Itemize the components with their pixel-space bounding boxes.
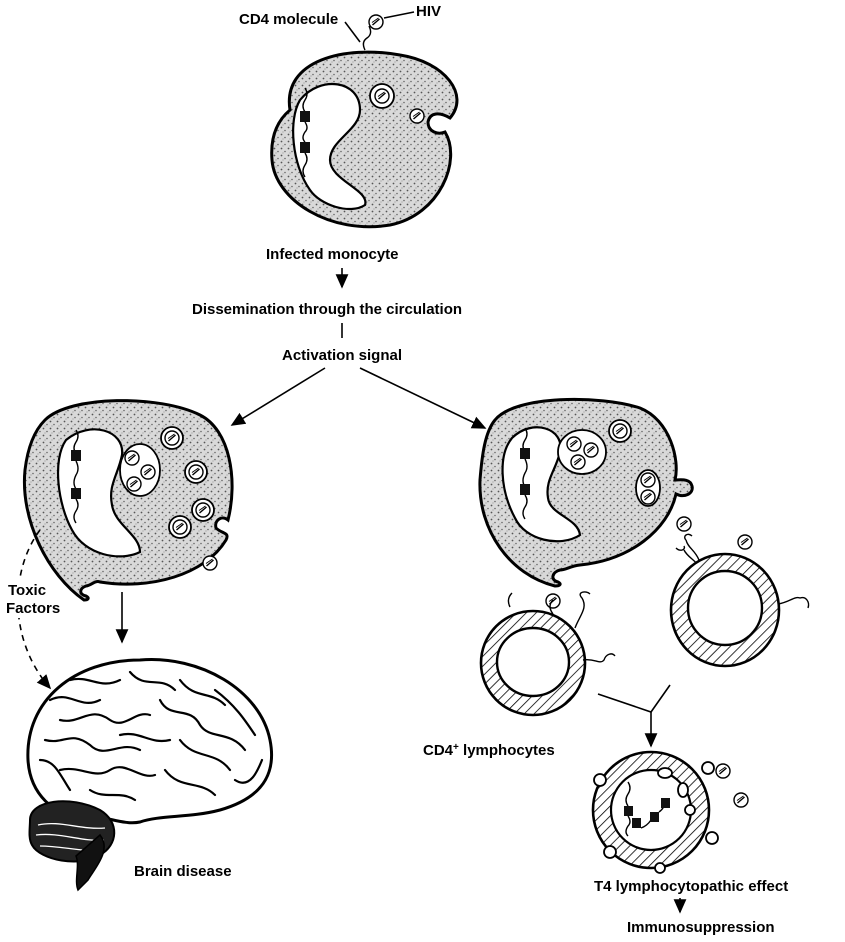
cd4-lymphocytes-label: CD4+ lymphocytes xyxy=(423,742,555,760)
factors-label: Factors xyxy=(6,600,60,617)
cd4-lymphocyte-1 xyxy=(481,592,615,715)
activated-monocyte-right xyxy=(480,399,692,586)
t4-lymphocyte-syncytium xyxy=(593,752,718,873)
immunosuppression-label: Immunosuppression xyxy=(627,919,775,936)
infected-monocyte-cell xyxy=(272,52,457,227)
arrow-to-brain-branch xyxy=(232,368,325,425)
hiv-label: HIV xyxy=(416,3,441,20)
hiv-virion-icon xyxy=(369,15,383,29)
activated-monocyte-left xyxy=(24,401,232,600)
arrow-to-lymphocyte-branch xyxy=(360,368,485,428)
infected-monocyte-label: Infected monocyte xyxy=(266,246,399,263)
dissemination-label: Dissemination through the circulation xyxy=(192,301,462,318)
brain-disease-label: Brain disease xyxy=(134,863,232,880)
merge-lines xyxy=(598,685,670,712)
toxic-label: Toxic xyxy=(8,582,46,599)
brain-icon xyxy=(28,660,272,890)
t4-effect-label: T4 lymphocytopathic effect xyxy=(594,878,788,895)
cd4-lymphocyte-2 xyxy=(671,534,809,666)
activation-signal-label: Activation signal xyxy=(282,347,402,364)
cd4-receptor-icon xyxy=(363,26,370,50)
cd4-molecule-label: CD4 molecule xyxy=(239,11,338,28)
